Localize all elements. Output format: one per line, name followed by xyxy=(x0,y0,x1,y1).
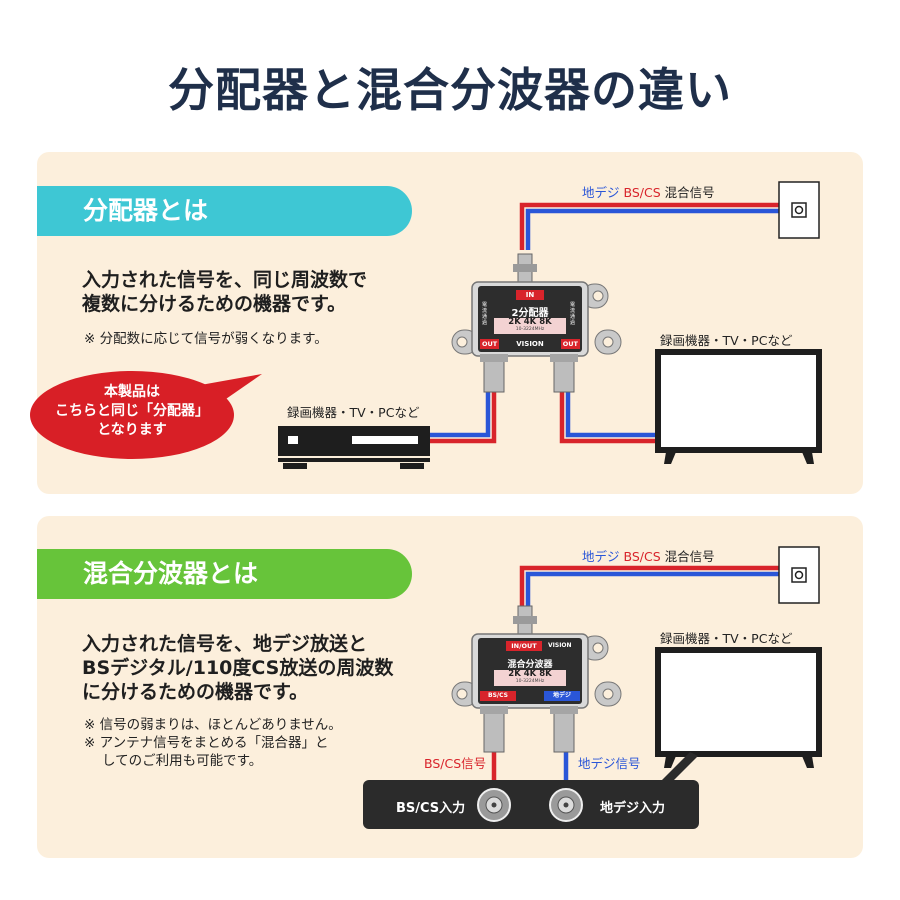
signal-label-mixed-2: 混合信号 xyxy=(664,549,715,564)
splitter-out-right: OUT xyxy=(560,339,580,349)
splitter-side-right: 電流通過 xyxy=(570,302,576,326)
antenna-outlet-icon xyxy=(778,181,820,239)
splitter-name: 2分配器 xyxy=(511,308,549,319)
diplexer-desc-line2: BSデジタル/110度CS放送の周波数 xyxy=(82,657,394,679)
cable-input-2 xyxy=(519,565,780,608)
signal-label-2: 地デジ BS/CS 混合信号 xyxy=(582,546,715,565)
signal-label-mixed: 混合信号 xyxy=(664,185,715,200)
diplexer-freq: 10-3224MHz xyxy=(515,679,545,684)
diplexer-heading: 混合分波器とは xyxy=(37,549,412,599)
diplexer-desc-line1: 入力された信号を、地デジ放送と xyxy=(82,633,368,655)
splitter-heading: 分配器とは xyxy=(37,186,412,236)
signal-label-chideji-2: 地デジ xyxy=(582,549,620,564)
splitter-desc-line2: 複数に分けるための機器です。 xyxy=(82,293,347,315)
splitter-desc-line1: 入力された信号を、同じ周波数で xyxy=(82,269,368,291)
tv-icon xyxy=(655,349,822,464)
cable-output-right-1 xyxy=(559,392,658,444)
splitter-spec-box: 2K 4K 8K 10-3224MHz xyxy=(494,318,566,334)
splitter-out-left: OUT xyxy=(480,339,500,349)
speech-bubble xyxy=(30,371,262,459)
diplexer-name: 混合分波器 xyxy=(507,660,553,670)
recorder-icon xyxy=(278,426,430,469)
diplexer-note-line3: してのご利用も可能です。 xyxy=(102,753,263,769)
bubble-text: 本製品は こちらと同じ「分配器」 となります xyxy=(36,383,228,440)
splitter-face-1: IN 電流通過 電流通過 2分配器 2K 4K 8K 10-3224MHz OU… xyxy=(478,286,582,352)
splitter-note: ※ 分配数に応じて信号が弱くなります。 xyxy=(84,331,328,347)
diplexer-spec-box: 2K 4K 8K 10-3224MHz xyxy=(494,670,566,686)
coax-jack-icon xyxy=(477,788,511,822)
tv-icon xyxy=(655,647,822,768)
signal-label-bscs: BS/CS xyxy=(623,185,661,200)
tv-label-1: 録画機器・TV・PCなど xyxy=(660,333,793,348)
antenna-outlet-icon xyxy=(778,546,820,604)
splitter-freq: 10-3224MHz xyxy=(515,327,545,332)
cable-output-left-1 xyxy=(430,392,497,444)
diplexer-inout-label: IN/OUT xyxy=(506,641,542,651)
bubble-line2: こちらと同じ「分配器」 xyxy=(55,403,209,419)
wall-jack-box xyxy=(363,780,699,829)
diplexer-note-line2: ※ アンテナ信号をまとめる「混合器」と xyxy=(84,735,329,751)
diplexer-brand: VISION xyxy=(548,642,572,649)
cable-input-1 xyxy=(519,202,780,250)
tv-label-2: 録画機器・TV・PCなど xyxy=(660,631,793,646)
bubble-line1: 本製品は xyxy=(104,384,160,400)
signal-label-chideji: 地デジ xyxy=(582,185,620,200)
bs-signal-label: BS/CS信号 xyxy=(424,756,487,771)
chideji-signal-label: 地デジ信号 xyxy=(578,756,641,771)
splitter-spec: 2K 4K 8K xyxy=(508,317,552,327)
splitter-in-label: IN xyxy=(516,290,544,300)
diplexer-out-chideji: 地デジ xyxy=(544,691,580,701)
jack-left-label: BS/CS入力 xyxy=(396,801,466,816)
recorder-label: 録画機器・TV・PCなど xyxy=(287,405,420,420)
jack-right-label: 地デジ入力 xyxy=(600,801,666,816)
bubble-line3: となります xyxy=(97,422,167,438)
splitter-side-left: 電流通過 xyxy=(482,302,488,326)
coax-jack-icon xyxy=(549,788,583,822)
signal-label-bscs-2: BS/CS xyxy=(623,549,661,564)
tv-pointer xyxy=(660,752,698,782)
diplexer-spec: 2K 4K 8K xyxy=(508,669,552,679)
splitter-brand: VISION xyxy=(516,340,544,348)
diplexer-face: IN/OUT VISION 混合分波器 2K 4K 8K 10-3224MHz … xyxy=(478,638,582,704)
diplexer-desc-line3: に分けるための機器です。 xyxy=(82,681,309,703)
page-title: 分配器と混合分波器の違い xyxy=(168,63,732,117)
signal-label-1: 地デジ BS/CS 混合信号 xyxy=(582,182,715,201)
diplexer-note-line1: ※ 信号の弱まりは、ほとんどありません。 xyxy=(84,717,342,733)
diplexer-out-bscs: BS/CS xyxy=(480,691,516,701)
